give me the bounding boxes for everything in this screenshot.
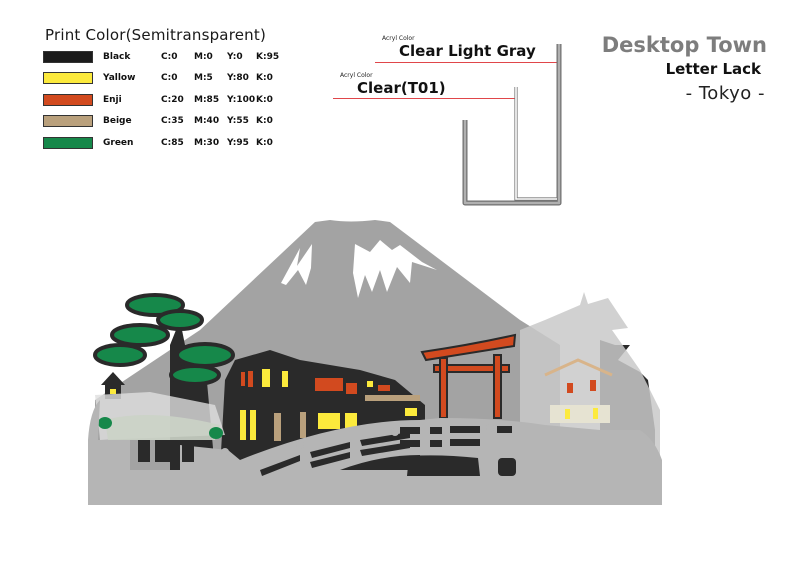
cmyk-values: C:0 M:5 Y:80 K:0: [161, 73, 284, 83]
key-value: K:0: [256, 137, 273, 148]
cyan-value: C:0: [161, 73, 178, 84]
yellow-value: Y:95: [227, 137, 249, 148]
color-swatch: [43, 136, 93, 149]
leader-line-back: [375, 62, 558, 63]
yellow-value: Y:80: [227, 73, 249, 84]
cmyk-values: C:85 M:30 Y:95 K:0: [161, 138, 284, 148]
color-swatch: [43, 93, 93, 106]
cyan-value: C:0: [161, 51, 178, 62]
cyan-value: C:85: [161, 137, 184, 148]
shrine-roof: [95, 392, 225, 440]
yellow-value: Y:100: [227, 94, 256, 105]
acryl-label-front: Clear(T01): [357, 79, 446, 97]
magenta-value: M:30: [194, 137, 220, 148]
yellow-value: Y:55: [227, 116, 249, 127]
city-label: - Tokyo -: [685, 83, 765, 104]
color-name: Yallow: [103, 73, 136, 84]
stand-profile: [462, 44, 562, 206]
acryl-caption-back: Acryl Color: [382, 35, 415, 42]
key-value: K:95: [256, 51, 280, 62]
color-name: Enji: [103, 94, 122, 105]
magenta-value: M:40: [194, 116, 220, 127]
color-swatch: [43, 72, 93, 85]
color-swatch: [43, 115, 93, 128]
legend-item: Green C:85 M:30 Y:95 K:0: [43, 132, 303, 154]
cmyk-values: C:20 M:85 Y:100K:0: [161, 95, 284, 105]
color-name: Green: [103, 137, 134, 148]
torii-gate: [420, 333, 517, 419]
key-value: K:0: [256, 73, 273, 84]
legend-item: Beige C:35 M:40 Y:55 K:0: [43, 111, 303, 133]
magenta-value: M:85: [194, 94, 220, 105]
acryl-caption-front: Acryl Color: [340, 72, 373, 79]
cmyk-values: C:35 M:40 Y:55 K:0: [161, 116, 284, 126]
legend-title: Print Color(Semitransparent): [45, 26, 266, 44]
product-title: Desktop Town: [601, 33, 767, 57]
leader-line-front: [333, 98, 517, 99]
magenta-value: M:0: [194, 51, 213, 62]
front-plate-bridge: [88, 400, 662, 505]
yellow-value: Y:0: [227, 51, 243, 62]
color-name: Black: [103, 51, 131, 62]
color-name: Beige: [103, 116, 132, 127]
legend-item: Black C:0 M:0 Y:0 K:95: [43, 46, 303, 68]
magenta-value: M:5: [194, 73, 213, 84]
key-value: K:0: [256, 116, 273, 127]
legend-item: Enji C:20 M:85 Y:100K:0: [43, 89, 303, 111]
acryl-label-back: Clear Light Gray: [399, 42, 536, 60]
cyan-value: C:35: [161, 116, 184, 127]
cmyk-values: C:0 M:0 Y:0 K:95: [161, 52, 284, 62]
cyan-value: C:20: [161, 94, 184, 105]
color-swatch: [43, 50, 93, 63]
product-subtitle: Letter Lack: [665, 60, 761, 78]
key-value: K:0: [256, 94, 273, 105]
legend-item: Yallow C:0 M:5 Y:80 K:0: [43, 68, 303, 90]
